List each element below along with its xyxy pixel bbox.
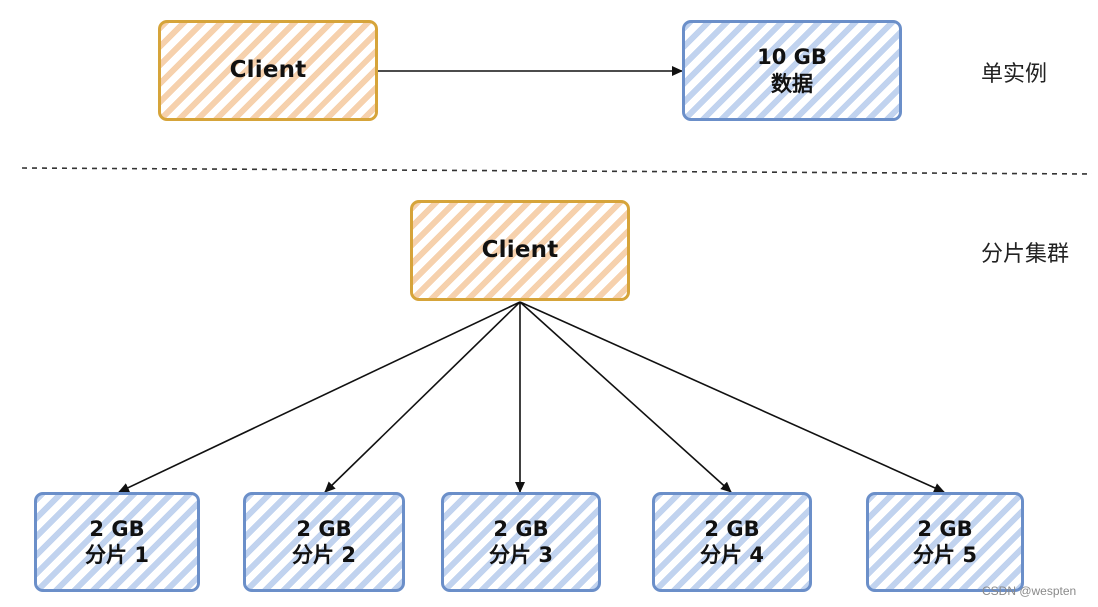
- sharded-cluster-label: 分片集群: [981, 242, 1070, 267]
- top-client-node: Client: [158, 20, 378, 121]
- data-node: 10 GB 数据: [682, 20, 902, 121]
- data-size-label: 10 GB: [757, 45, 827, 70]
- shard-name-label: 分片 1: [85, 543, 149, 567]
- shard-size-label: 2 GB: [493, 516, 549, 541]
- csdn-watermark: CSDN @wespten: [982, 584, 1077, 598]
- shard-node-2: 2 GB 分片 2: [243, 492, 405, 592]
- cluster-client-label: Client: [481, 237, 559, 264]
- client-to-shard-2-arrow: [324, 301, 521, 493]
- shard-size-label: 2 GB: [296, 516, 352, 541]
- shard-size-label: 2 GB: [917, 516, 973, 541]
- shard-node-5: 2 GB 分片 5: [866, 492, 1024, 592]
- shard-name-label: 分片 4: [700, 543, 764, 567]
- shard-node-3: 2 GB 分片 3: [441, 492, 601, 592]
- shard-size-label: 2 GB: [89, 516, 145, 541]
- single-instance-label: 单实例: [981, 62, 1048, 87]
- data-name-label: 数据: [771, 71, 813, 96]
- client-to-shard-4-arrow: [519, 301, 732, 493]
- shard-name-label: 分片 2: [292, 543, 356, 567]
- shard-node-4: 2 GB 分片 4: [652, 492, 812, 592]
- shard-name-label: 分片 3: [489, 543, 553, 567]
- cluster-client-node: Client: [410, 200, 630, 301]
- section-divider: [21, 167, 1093, 175]
- top-client-label: Client: [229, 57, 307, 84]
- shard-node-1: 2 GB 分片 1: [34, 492, 200, 592]
- shard-size-label: 2 GB: [704, 516, 760, 541]
- client-to-shard-1-arrow: [118, 301, 521, 493]
- client-to-shard-5-arrow: [519, 301, 945, 493]
- shard-name-label: 分片 5: [913, 543, 977, 567]
